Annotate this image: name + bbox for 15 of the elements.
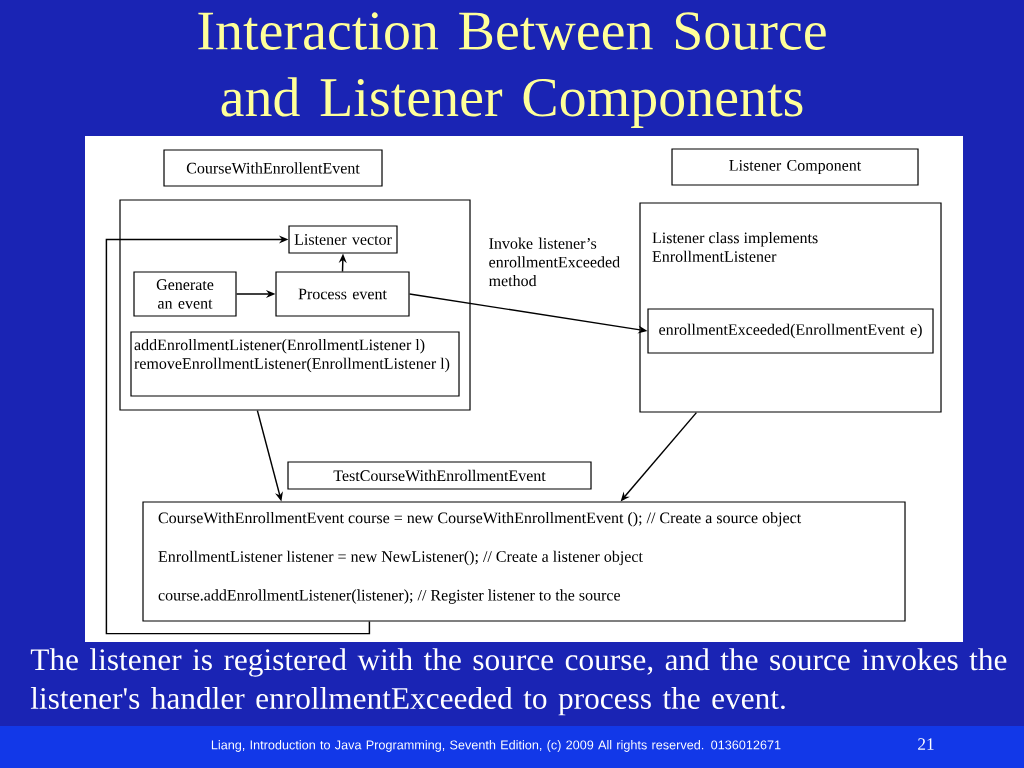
class-name-box: CourseWithEnrollentEvent (163, 149, 383, 187)
process-box: Process event (275, 271, 410, 317)
page-number: 21 (918, 738, 934, 750)
arrow (105, 235, 371, 635)
code-box: CourseWithEnrollmentEvent course = new CourseWithEnrollmentEvent (); // Create a source object EnrollmentListener listener = new NewListener(); // Create a listener object course.addEnrollmentListener(listener); // Register listener to the source (142, 501, 906, 622)
class-name-box: TestCourseWithEnrollmentEvent (287, 461, 592, 490)
process-box: Listener vector (288, 225, 398, 254)
process-box: Generate an event (133, 271, 237, 317)
caption: The listener is registered with the source course, and the source invokes the listener's handler enrollmentExceeded to process the event. (30, 648, 1007, 716)
method-box: addEnrollmentListener(EnrollmentListener l) removeEnrollmentListener(EnrollmentListener l) (130, 331, 460, 397)
footer-note: Liang, Introduction to Java Programming, Seventh Edition, (c) 2009 All rights reserved. 0136012671 (211, 740, 781, 752)
class-name-box: Listener Component (671, 148, 919, 186)
method-box: enrollmentExceeded(EnrollmentEvent e) (647, 308, 934, 354)
slide-title: Interaction Between Source and Listener Components (198, 12, 826, 128)
edge-label: Invoke listener’s enrollmentExceeded method (487, 236, 630, 288)
